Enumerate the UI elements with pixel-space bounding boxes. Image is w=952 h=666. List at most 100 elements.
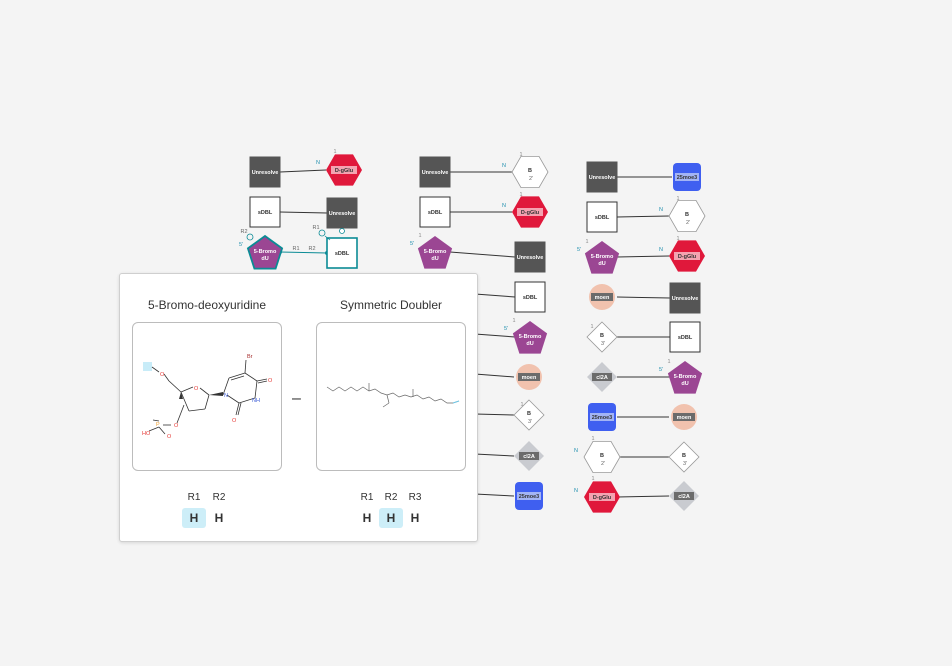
monomer-label: sDBL <box>335 251 350 257</box>
attachment-point-label: 5' <box>659 367 663 373</box>
attachment-point-marker[interactable] <box>246 233 254 241</box>
monomer-25moe3[interactable]: 25moe3 <box>515 482 543 510</box>
attachment-point-label: R1 <box>292 246 299 252</box>
monomer-sdbl[interactable]: sDBL <box>514 281 546 313</box>
monomer-cl2a[interactable]: cl2A <box>514 441 544 471</box>
monomer-label: 25moe3 <box>677 175 698 181</box>
bond-line[interactable] <box>279 251 328 254</box>
monomer-sdbl[interactable]: sDBL <box>419 196 451 228</box>
monomer-cl2a[interactable]: cl2A <box>587 362 617 392</box>
attachment-point-label: N <box>574 488 578 494</box>
monomer-label: B <box>528 168 532 174</box>
monomer-label: cl2A <box>678 494 690 500</box>
monomer-label: sDBL <box>678 335 693 341</box>
monomer-d-gglu[interactable]: D-gGlu <box>584 481 620 513</box>
bond-line[interactable] <box>474 293 516 298</box>
attachment-point-label: 1 <box>667 359 670 365</box>
monomer-b2[interactable]: B2' <box>511 155 549 189</box>
attachment-point-label: N <box>659 207 663 213</box>
monomer-d-gglu[interactable]: D-gGlu <box>669 240 705 272</box>
atom-label: HO <box>142 431 151 437</box>
monomer-moen[interactable]: moen <box>671 404 697 430</box>
selection-line <box>324 235 331 241</box>
monomer-cl2a[interactable]: cl2A <box>669 481 699 511</box>
attachment-point-label: N <box>574 448 578 454</box>
monomer-unresolve[interactable]: Unresolve <box>669 282 701 314</box>
r-group-label: R2 <box>384 492 398 503</box>
attachment-point-marker[interactable] <box>339 228 345 234</box>
monomer-unresolve[interactable]: Unresolve <box>249 156 281 188</box>
symmetric-doubler-structure <box>326 383 460 408</box>
monomer-sdbl[interactable]: sDBL <box>249 196 281 228</box>
left-monomer-title: 5-Bromo-deoxyuridine <box>147 298 267 312</box>
monomer-sdbl[interactable]: sDBL <box>669 321 701 353</box>
monomer-unresolve[interactable]: Unresolve <box>514 241 546 273</box>
monomer-label: D-gGlu <box>593 495 611 501</box>
attachment-point-label: R2 <box>240 229 247 235</box>
attachment-point-label: 1 <box>519 152 522 158</box>
attachment-point-label: N <box>502 163 506 169</box>
monomer-moen[interactable]: moen <box>516 364 542 390</box>
bond-line[interactable] <box>474 453 515 457</box>
bond-line[interactable] <box>279 211 328 214</box>
monomer-b2[interactable]: B2' <box>668 199 706 233</box>
bond-line[interactable] <box>474 493 515 497</box>
monomer-d-gglu[interactable]: D-gGlu <box>326 154 362 186</box>
monomer-d-gglu[interactable]: D-gGlu <box>512 196 548 228</box>
bond-line[interactable] <box>616 296 671 299</box>
attachment-point-label: 5' <box>239 242 243 248</box>
monomer-sublabel: 3' <box>528 419 532 425</box>
bond-line[interactable] <box>616 215 670 218</box>
monomer-sublabel: 2' <box>686 220 690 226</box>
monomer-label: moen <box>677 415 692 421</box>
monomer-unresolve[interactable]: Unresolve <box>419 156 451 188</box>
r3-group-right: R3 H <box>403 491 427 528</box>
bond-line[interactable] <box>474 373 515 378</box>
monomer-moen[interactable]: moen <box>589 284 615 310</box>
monomer-label: dU <box>261 256 268 262</box>
monomer-sdbl[interactable]: sDBL <box>326 237 358 269</box>
atom-label: Br <box>247 354 253 360</box>
monomer-b3[interactable]: B3' <box>668 441 700 473</box>
monomer-25moe3[interactable]: 25moe3 <box>673 163 701 191</box>
monomer-label: sDBL <box>258 210 273 216</box>
monomer-b3[interactable]: B3' <box>586 321 618 353</box>
monomer-label: D-gGlu <box>521 210 539 216</box>
monomer-b3[interactable]: B3' <box>513 399 545 431</box>
bond-line[interactable] <box>474 413 515 416</box>
atom-label: O <box>167 434 172 440</box>
monomer-label: sDBL <box>595 215 610 221</box>
bond-line[interactable] <box>616 495 670 498</box>
bond-line[interactable] <box>616 255 670 258</box>
monomer-unresolve[interactable]: Unresolve <box>586 161 618 193</box>
monomer-preview-tooltip: 5-Bromo-deoxyuridine Symmetric Doubler <box>119 273 478 542</box>
monomer-label: Unresolve <box>329 211 356 217</box>
monomer-label: 25moe3 <box>519 494 540 500</box>
bond-line[interactable] <box>449 251 516 258</box>
attachment-point-marker[interactable] <box>318 229 326 237</box>
atom-label: O <box>160 372 165 378</box>
atom-label: O <box>174 423 179 429</box>
monomer-b2[interactable]: B2' <box>583 440 621 474</box>
attachment-point-label: 1 <box>676 236 679 242</box>
monomer-label: dU <box>598 261 605 267</box>
bond-line[interactable] <box>279 169 327 173</box>
attachment-point-label: 5' <box>504 326 508 332</box>
monomer-unresolve[interactable]: Unresolve <box>326 197 358 229</box>
monomer-label: Unresolve <box>252 170 279 176</box>
right-monomer-title: Symmetric Doubler <box>339 298 443 312</box>
bond-line[interactable] <box>474 333 516 338</box>
attachment-point-label: 1 <box>590 324 593 330</box>
monomer-label: moen <box>595 295 610 301</box>
atom-label: NH <box>252 398 260 404</box>
monomer-sdbl[interactable]: sDBL <box>586 201 618 233</box>
monomer-25moe3[interactable]: 25moe3 <box>588 403 616 431</box>
r-group-value: H <box>379 508 403 528</box>
